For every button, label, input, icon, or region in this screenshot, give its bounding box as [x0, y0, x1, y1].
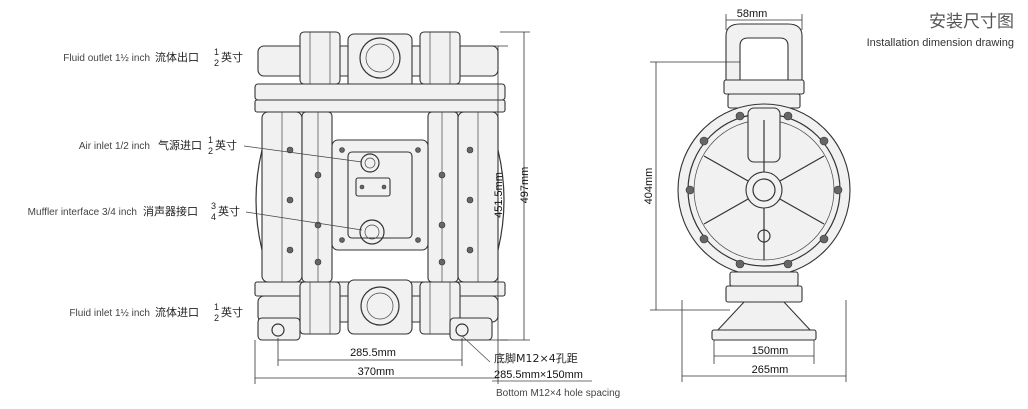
- callout-fluid-outlet-en: Fluid outlet 1½ inch: [63, 53, 150, 64]
- dim-side-height: 404mm: [643, 168, 655, 205]
- side-view-pump: [677, 23, 851, 341]
- dim-front-width-total: 370mm: [358, 366, 395, 378]
- callout-fluid-inlet-frac-den: 2: [214, 313, 219, 323]
- callout-fluid-inlet-en: Fluid inlet 1½ inch: [69, 308, 150, 319]
- callout-muffler-cn: 消声器接口: [143, 204, 198, 218]
- callout-air-inlet-cn: 气源进口: [158, 138, 202, 152]
- title-en: Installation dimension drawing: [867, 37, 1014, 49]
- callout-fluid-inlet-cn: 流体进口: [155, 305, 199, 319]
- callout-muffler: Muffler interface 3/4 inch 消声器接口 3 4 英寸: [28, 201, 363, 231]
- callout-fluid-inlet-unit: 英寸: [221, 305, 243, 319]
- front-view-dimensions: 451.5mm 497mm 285.5mm 370mm: [254, 31, 531, 384]
- callout-fluid-outlet-cn: 流体出口: [155, 50, 199, 64]
- callout-air-inlet-unit: 英寸: [215, 138, 237, 152]
- callout-fluid-outlet-frac-num: 1: [214, 47, 219, 57]
- foot-note-cn: 底脚M12×4孔距: [494, 351, 578, 365]
- callout-air-inlet-frac-num: 1: [208, 135, 213, 145]
- callout-fluid-outlet-unit: 英寸: [221, 50, 243, 64]
- callout-fluid-inlet-frac-num: 1: [214, 302, 219, 312]
- callout-muffler-unit: 英寸: [218, 204, 240, 218]
- callout-muffler-en: Muffler interface 3/4 inch: [28, 207, 137, 218]
- title-cn: 安装尺寸图: [929, 12, 1014, 32]
- foot-note: 底脚M12×4孔距 285.5mm×150mm Bottom M12×4 hol…: [461, 335, 620, 399]
- callout-muffler-frac-num: 3: [211, 201, 216, 211]
- dim-front-base-spacing: 285.5mm: [350, 347, 396, 359]
- dim-side-base-inner: 150mm: [752, 345, 789, 357]
- callout-muffler-frac-den: 4: [211, 212, 216, 222]
- callout-fluid-inlet: Fluid inlet 1½ inch 流体进口 1 2 英寸: [69, 302, 243, 323]
- dim-side-top-width: 58mm: [737, 8, 768, 20]
- foot-note-leader: [461, 335, 491, 363]
- callout-air-inlet-leader: [243, 145, 363, 163]
- dim-front-height-total: 497mm: [519, 167, 531, 204]
- callout-air-inlet-frac-den: 2: [208, 146, 213, 156]
- callout-air-inlet: Air inlet 1/2 inch 气源进口 1 2 英寸: [79, 135, 363, 163]
- callout-fluid-outlet: Fluid outlet 1½ inch 流体出口 1 2 英寸: [63, 47, 243, 68]
- callout-muffler-leader: [245, 211, 363, 231]
- dim-front-height-inner: 451.5mm: [493, 172, 505, 218]
- dim-side-base-total: 265mm: [752, 364, 789, 376]
- foot-note-value: 285.5mm×150mm: [494, 369, 583, 381]
- front-view-pump: [254, 31, 506, 341]
- callout-fluid-outlet-frac-den: 2: [214, 58, 219, 68]
- side-view-dimensions: 58mm 404mm 150mm 265mm: [643, 8, 847, 382]
- callout-air-inlet-en: Air inlet 1/2 inch: [79, 141, 150, 152]
- foot-note-en: Bottom M12×4 hole spacing: [496, 388, 620, 399]
